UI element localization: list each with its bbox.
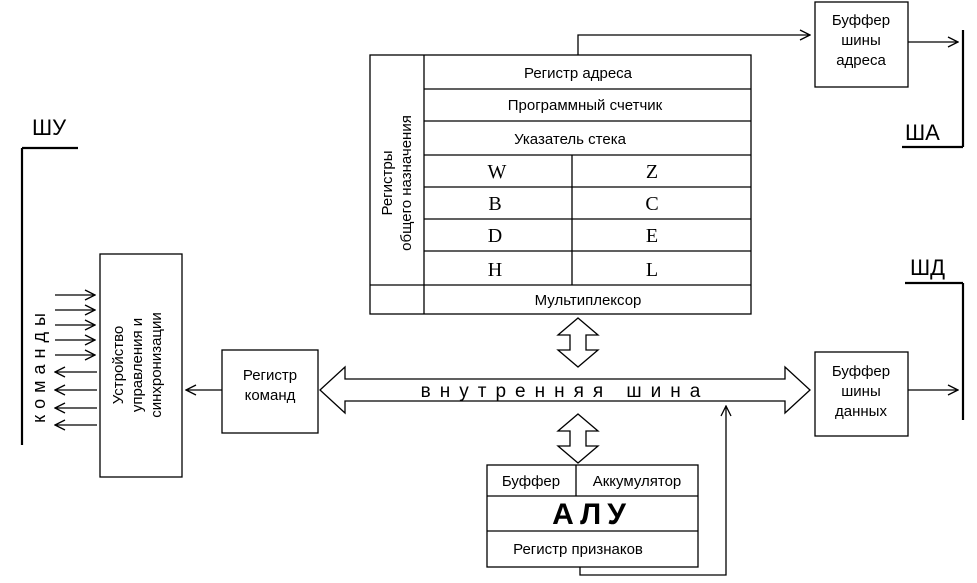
command-register-box bbox=[221, 349, 319, 434]
register-z: Z bbox=[646, 161, 658, 183]
control-bus: ШУ bbox=[20, 115, 78, 445]
register-c: C bbox=[645, 193, 658, 215]
register-file-outer bbox=[369, 54, 752, 315]
gp-registers-label-1: Регистры bbox=[379, 150, 396, 215]
data-bus: ШД bbox=[905, 255, 965, 420]
control-unit: Устройство управления и синхронизации bbox=[99, 253, 183, 478]
data-bus-label: ШД bbox=[910, 255, 945, 280]
register-b: B bbox=[488, 193, 501, 215]
data-buffer-line-2: шины bbox=[841, 383, 880, 400]
data-buffer-line-1: Буффер bbox=[832, 363, 890, 380]
address-bus-label: ША bbox=[905, 120, 940, 145]
alu-buffer: Буффер bbox=[502, 473, 560, 490]
register-file: Регистры общего назначения Регистр адрес… bbox=[369, 54, 752, 315]
program-counter: Программный счетчик bbox=[508, 97, 663, 114]
register-d: D bbox=[488, 225, 502, 247]
internal-bus-label: внутренняя шина bbox=[421, 381, 710, 402]
mux-bus-double-arrow bbox=[556, 317, 600, 368]
command-register-line-1: Регистр bbox=[243, 367, 297, 384]
control-bus-label: ШУ bbox=[32, 115, 67, 140]
flags-register: Регистр признаков bbox=[513, 541, 643, 558]
internal-bus-arrow bbox=[319, 365, 811, 415]
alu-outer bbox=[486, 464, 699, 568]
flags-to-bus-arrow bbox=[579, 406, 726, 576]
control-unit-line-2: управления и bbox=[129, 318, 146, 412]
address-buffer-line-1: Буффер bbox=[832, 12, 890, 29]
commands-label: команды bbox=[29, 307, 49, 423]
register-l: L bbox=[646, 259, 658, 281]
address-buffer-line-2: шины bbox=[841, 32, 880, 49]
register-w: W bbox=[488, 161, 507, 183]
data-buffer-line-3: данных bbox=[835, 403, 887, 420]
register-h: H bbox=[488, 259, 502, 281]
gp-registers-label-2: общего назначения bbox=[398, 115, 415, 251]
alu-title: АЛУ bbox=[552, 498, 632, 531]
address-buffer: Буффер шины адреса bbox=[814, 1, 909, 88]
stack-pointer: Указатель стека bbox=[514, 131, 627, 148]
data-buffer-box bbox=[814, 351, 909, 437]
control-unit-box bbox=[99, 253, 183, 478]
address-bus: ША bbox=[902, 30, 965, 149]
address-register-to-buffer-arrow bbox=[577, 35, 810, 55]
bus-alu-double-arrow bbox=[556, 413, 600, 464]
address-register: Регистр адреса bbox=[524, 65, 633, 82]
control-unit-line-3: синхронизации bbox=[148, 312, 165, 418]
data-buffer: Буффер шины данных bbox=[814, 351, 909, 437]
internal-bus: внутренняя шина bbox=[319, 365, 811, 415]
alu-accumulator: Аккумулятор bbox=[593, 473, 682, 490]
multiplexer: Мультиплексор bbox=[535, 292, 642, 309]
address-buffer-box bbox=[814, 1, 909, 88]
command-register-line-2: команд bbox=[245, 387, 296, 404]
command-arrows bbox=[55, 295, 97, 425]
register-e: E bbox=[646, 225, 658, 247]
command-register: Регистр команд bbox=[221, 349, 319, 434]
control-unit-line-1: Устройство bbox=[110, 326, 127, 404]
address-buffer-line-3: адреса bbox=[836, 52, 886, 69]
alu-block: Буффер Аккумулятор АЛУ Регистр признаков bbox=[486, 464, 699, 568]
